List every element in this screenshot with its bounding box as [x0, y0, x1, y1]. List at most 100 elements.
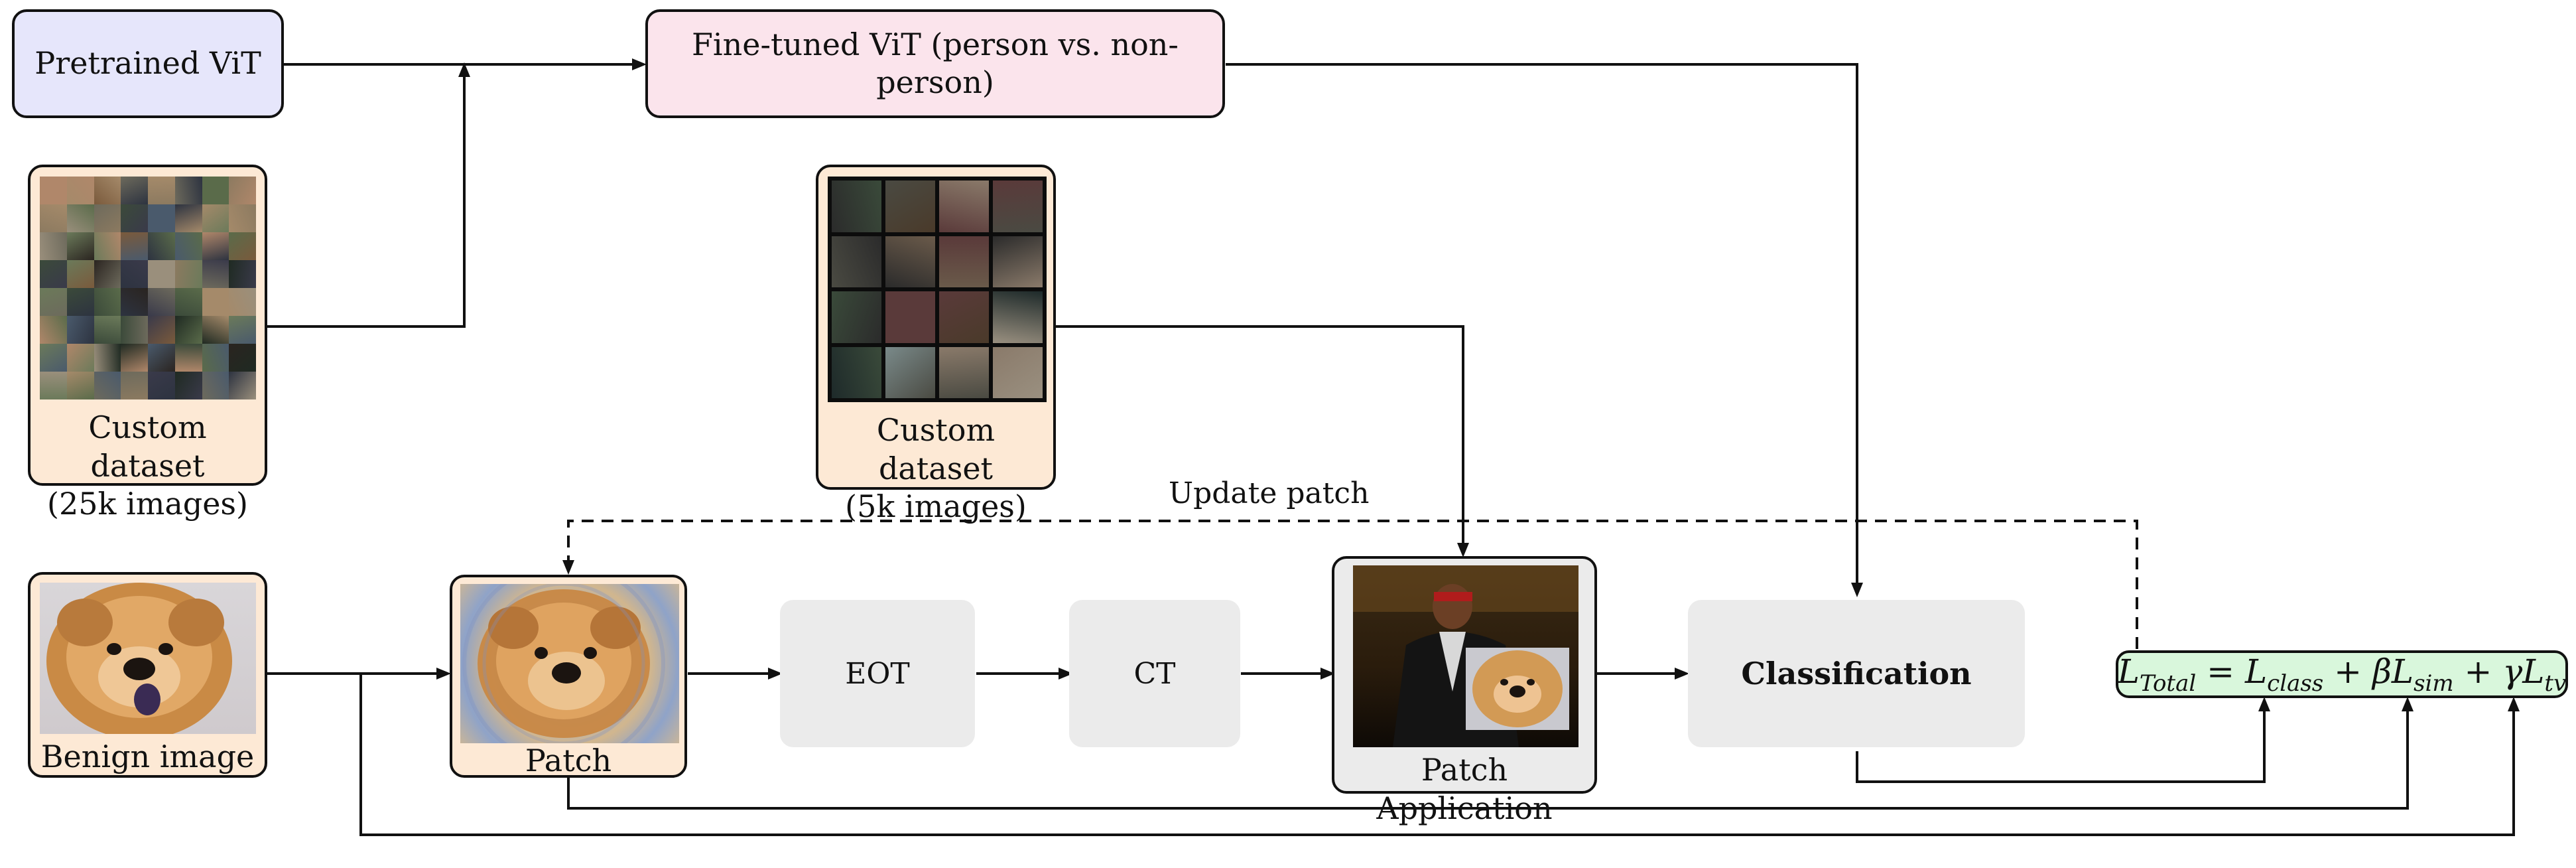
mosaic-tile: [229, 260, 256, 288]
loss-tv-symbol: L: [2522, 652, 2545, 691]
mosaic-tile: [202, 260, 229, 288]
mosaic-tile: [94, 316, 121, 344]
update-patch-label: Update patch: [1169, 476, 1370, 510]
dataset-5k-node: Custom dataset (5k images): [816, 165, 1056, 524]
dataset-25k-title: Custom dataset: [88, 409, 207, 484]
arrowhead: [768, 668, 783, 680]
mosaic-tile: [40, 316, 67, 344]
loss-beta: β: [2372, 652, 2392, 691]
loss-node: LTotal = Lclass + βLsim + γLtv: [2116, 650, 2568, 698]
mosaic-tile: [94, 232, 121, 260]
mosaic-tile: [66, 260, 94, 288]
person-with-patch-icon: [1353, 565, 1578, 747]
pretrained-vit-label: Pretrained ViT: [34, 45, 261, 82]
loss-formula: LTotal = Lclass + βLsim + γLtv: [2117, 652, 2567, 697]
mosaic-tile: [993, 181, 1043, 232]
mosaic-tile: [229, 204, 256, 232]
edge-dataset5k-to-patch-application: [1055, 325, 1464, 544]
edge-finetuned-to-classification: [1226, 63, 1858, 584]
mosaic-tile: [229, 344, 256, 372]
mosaic-tile: [229, 288, 256, 316]
dataset-5k-title: Custom dataset: [876, 412, 996, 486]
mosaic-tile: [66, 372, 94, 399]
arrowhead: [1457, 543, 1469, 557]
loss-class-symbol: L: [2244, 652, 2268, 691]
loss-gamma: γ: [2502, 652, 2523, 691]
classification-node: Classification: [1688, 600, 2025, 747]
mosaic-tile: [229, 232, 256, 260]
mosaic-tile: [174, 344, 202, 372]
mosaic-tile: [66, 232, 94, 260]
mosaic-tile: [174, 316, 202, 344]
mosaic-tile: [174, 232, 202, 260]
dataset-25k-count: (25k images): [47, 486, 248, 522]
mosaic-tile: [202, 372, 229, 399]
mosaic-tile: [885, 346, 935, 398]
mosaic-tile: [202, 288, 229, 316]
edge-update-patch: [567, 520, 2138, 649]
mosaic-tile: [939, 181, 989, 232]
dataset-25k-mosaic: [40, 177, 256, 399]
eot-label: EOT: [845, 656, 910, 691]
mosaic-tile: [832, 291, 881, 343]
mosaic-tile: [993, 346, 1043, 398]
finetuned-vit-node: Fine-tuned ViT (person vs. non-person): [645, 9, 1225, 118]
patch-dog-face-icon: [462, 584, 665, 743]
mosaic-tile: [202, 204, 229, 232]
mosaic-tile: [148, 288, 175, 316]
mosaic-tile: [121, 288, 148, 316]
mosaic-tile: [94, 372, 121, 399]
mosaic-tile: [229, 316, 256, 344]
mosaic-tile: [94, 204, 121, 232]
mosaic-tile: [66, 177, 94, 204]
mosaic-tile: [939, 236, 989, 287]
mosaic-tile: [832, 346, 881, 398]
arrowhead: [2508, 697, 2520, 711]
mosaic-tile: [939, 346, 989, 398]
mosaic-tile: [40, 232, 67, 260]
mosaic-tile: [94, 288, 121, 316]
mosaic-tile: [40, 204, 67, 232]
mosaic-tile: [174, 204, 202, 232]
pretrained-vit-node: Pretrained ViT: [12, 9, 284, 118]
dog-face-icon: [46, 583, 232, 734]
classification-label: Classification: [1741, 656, 1972, 691]
arrowhead: [458, 62, 470, 77]
edge-patch-to-loss: [567, 707, 2409, 810]
mosaic-tile: [939, 291, 989, 343]
dataset-5k-count: (5k images): [845, 488, 1027, 524]
ct-label: CT: [1133, 656, 1176, 691]
eot-node: EOT: [780, 600, 975, 747]
mosaic-tile: [94, 344, 121, 372]
mosaic-tile: [94, 260, 121, 288]
edge-classification-to-loss: [1856, 707, 2266, 783]
patch-application-label: Patch Application: [1376, 752, 1553, 826]
patch-application-node: Patch Application: [1332, 556, 1597, 826]
edge-benign-to-loss: [359, 674, 2515, 836]
mosaic-tile: [66, 316, 94, 344]
mosaic-tile: [993, 236, 1043, 287]
mosaic-tile: [121, 344, 148, 372]
mosaic-tile: [832, 181, 881, 232]
arrowhead: [632, 58, 647, 70]
arrowhead: [436, 668, 451, 680]
arrowhead: [1320, 668, 1335, 680]
mosaic-tile: [993, 291, 1043, 343]
arrowhead: [2258, 697, 2270, 711]
loss-total-subscript: Total: [2139, 670, 2197, 697]
arrowhead: [1851, 583, 1863, 597]
mosaic-tile: [148, 204, 175, 232]
mosaic-tile: [148, 372, 175, 399]
mosaic-tile: [94, 177, 121, 204]
mosaic-tile: [174, 177, 202, 204]
mosaic-tile: [121, 316, 148, 344]
arrowhead: [1675, 668, 1689, 680]
mosaic-tile: [66, 204, 94, 232]
mosaic-tile: [229, 177, 256, 204]
benign-dog-image: [40, 583, 256, 734]
mosaic-tile: [202, 232, 229, 260]
arrowhead: [2402, 697, 2414, 711]
edge-dataset25k-to-finetuned: [265, 74, 466, 328]
ct-node: CT: [1069, 600, 1240, 747]
mosaic-tile: [121, 260, 148, 288]
